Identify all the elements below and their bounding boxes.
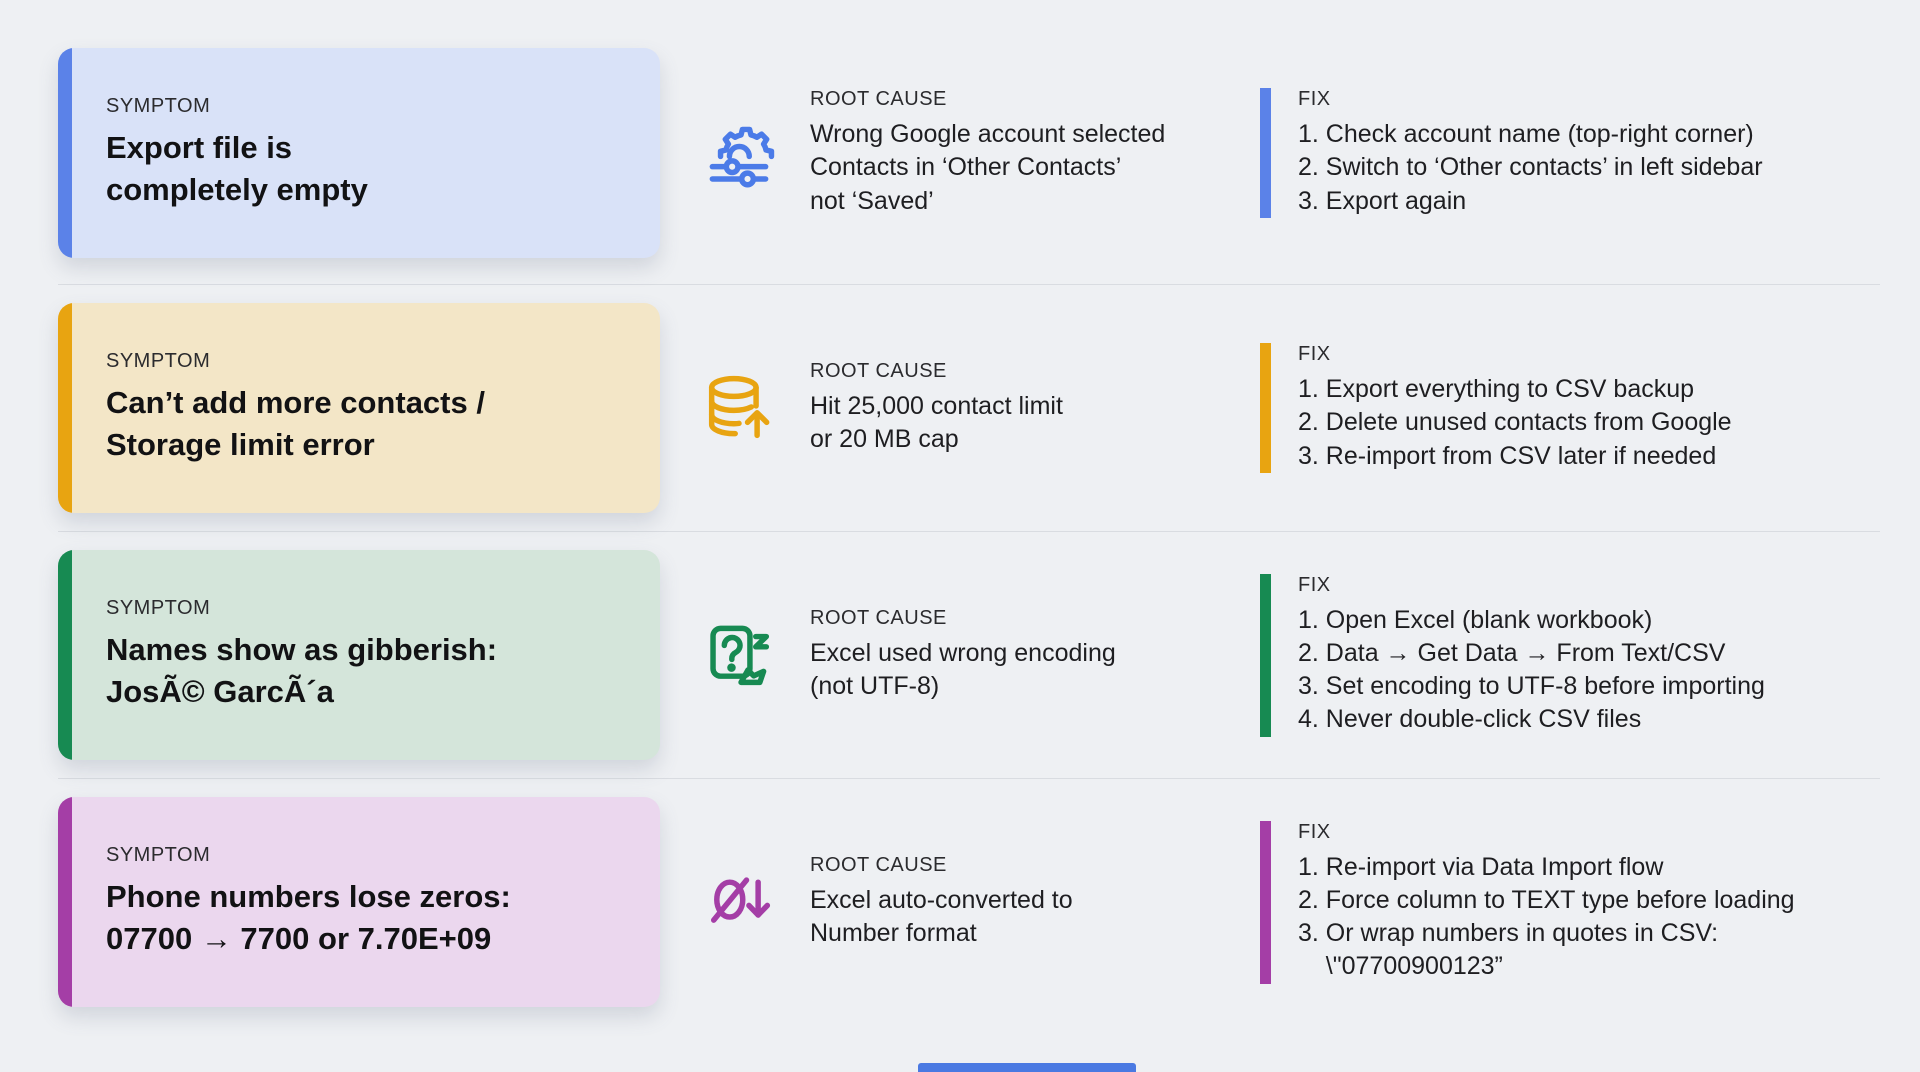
- root-cause-section: ROOT CAUSE Excel used wrong encoding (no…: [660, 607, 1260, 704]
- symptom-card: SYMPTOM Phone numbers lose zeros: 07700 …: [58, 797, 660, 1007]
- troubleshooting-infographic: SYMPTOM Export file is completely empty: [58, 22, 1880, 1025]
- symptom-label: SYMPTOM: [106, 596, 211, 619]
- issue-row: SYMPTOM Can’t add more contacts / Storag…: [58, 284, 1880, 531]
- root-cause-text-block: ROOT CAUSE Excel auto-converted to Numbe…: [810, 854, 1073, 951]
- symptom-card-body: SYMPTOM Can’t add more contacts / Storag…: [72, 303, 519, 513]
- root-cause-label: ROOT CAUSE: [810, 88, 947, 111]
- root-cause-text: Wrong Google account selected Contacts i…: [810, 120, 1166, 215]
- symptom-label: SYMPTOM: [106, 843, 211, 866]
- fix-section: FIX 1. Open Excel (blank workbook) 2. Da…: [1260, 573, 1870, 737]
- root-cause-label: ROOT CAUSE: [810, 606, 947, 629]
- symptom-title: Can’t add more contacts / Storage limit …: [106, 384, 485, 462]
- root-cause-text-block: ROOT CAUSE Hit 25,000 contact limit or 2…: [810, 360, 1063, 457]
- gear-sliders-icon: [709, 126, 775, 188]
- fix-section: FIX 1. Re-import via Data Import flow 2.…: [1260, 820, 1870, 984]
- symptom-accent-bar: [58, 550, 72, 760]
- symptom-accent-bar: [58, 797, 72, 1007]
- root-cause-section: ROOT CAUSE Hit 25,000 contact limit or 2…: [660, 360, 1260, 457]
- database-up-arrow-icon: [708, 375, 770, 439]
- symptom-card-body: SYMPTOM Export file is completely empty: [72, 48, 402, 258]
- fix-steps: 1. Check account name (top-right corner)…: [1298, 120, 1763, 215]
- symptom-card: SYMPTOM Export file is completely empty: [58, 48, 660, 258]
- root-cause-text-block: ROOT CAUSE Wrong Google account selected…: [810, 88, 1165, 218]
- issue-row: SYMPTOM Phone numbers lose zeros: 07700 …: [58, 778, 1880, 1025]
- fix-label: FIX: [1298, 343, 1331, 366]
- fix-section: FIX 1. Export everything to CSV backup 2…: [1260, 343, 1870, 473]
- symptom-label: SYMPTOM: [106, 94, 211, 117]
- root-cause-label: ROOT CAUSE: [810, 853, 947, 876]
- document-question-icon: [710, 625, 770, 686]
- symptom-label: SYMPTOM: [106, 349, 211, 372]
- row-icon-wrap: [698, 367, 780, 449]
- symptom-title: Export file is completely empty: [106, 129, 368, 207]
- symptom-card-body: SYMPTOM Names show as gibberish: JosÃ© G…: [72, 550, 531, 760]
- issue-row: SYMPTOM Export file is completely empty: [58, 22, 1880, 284]
- symptom-accent-bar: [58, 48, 72, 258]
- root-cause-text: Excel auto-converted to Number format: [810, 885, 1073, 947]
- fix-steps: 1. Re-import via Data Import flow 2. For…: [1298, 852, 1795, 981]
- root-cause-section: ROOT CAUSE Excel auto-converted to Numbe…: [660, 854, 1260, 951]
- row-icon-wrap: [698, 112, 780, 194]
- fix-label: FIX: [1298, 88, 1331, 111]
- root-cause-text: Excel used wrong encoding (not UTF-8): [810, 638, 1116, 700]
- row-icon-wrap: [698, 861, 780, 943]
- symptom-title: Phone numbers lose zeros: 07700 → 7700 o…: [106, 878, 511, 956]
- cropped-blue-bar: [918, 1063, 1136, 1072]
- symptom-card: SYMPTOM Names show as gibberish: JosÃ© G…: [58, 550, 660, 760]
- fix-steps: 1. Export everything to CSV backup 2. De…: [1298, 375, 1732, 470]
- symptom-card-body: SYMPTOM Phone numbers lose zeros: 07700 …: [72, 797, 545, 1007]
- symptom-accent-bar: [58, 303, 72, 513]
- root-cause-text-block: ROOT CAUSE Excel used wrong encoding (no…: [810, 607, 1116, 704]
- fix-section: FIX 1. Check account name (top-right cor…: [1260, 88, 1870, 218]
- zero-slash-down-arrow-icon: [710, 877, 771, 923]
- root-cause-section: ROOT CAUSE Wrong Google account selected…: [660, 88, 1260, 218]
- root-cause-label: ROOT CAUSE: [810, 359, 947, 382]
- issue-row: SYMPTOM Names show as gibberish: JosÃ© G…: [58, 531, 1880, 778]
- fix-label: FIX: [1298, 820, 1331, 843]
- fix-steps: 1. Open Excel (blank workbook) 2. Data →…: [1298, 605, 1765, 734]
- root-cause-text: Hit 25,000 contact limit or 20 MB cap: [810, 391, 1063, 453]
- symptom-title: Names show as gibberish: JosÃ© GarcÃ´a: [106, 631, 498, 709]
- rows-container: SYMPTOM Export file is completely empty: [58, 22, 1880, 1025]
- row-icon-wrap: [698, 614, 780, 696]
- symptom-card: SYMPTOM Can’t add more contacts / Storag…: [58, 303, 660, 513]
- fix-label: FIX: [1298, 573, 1331, 596]
